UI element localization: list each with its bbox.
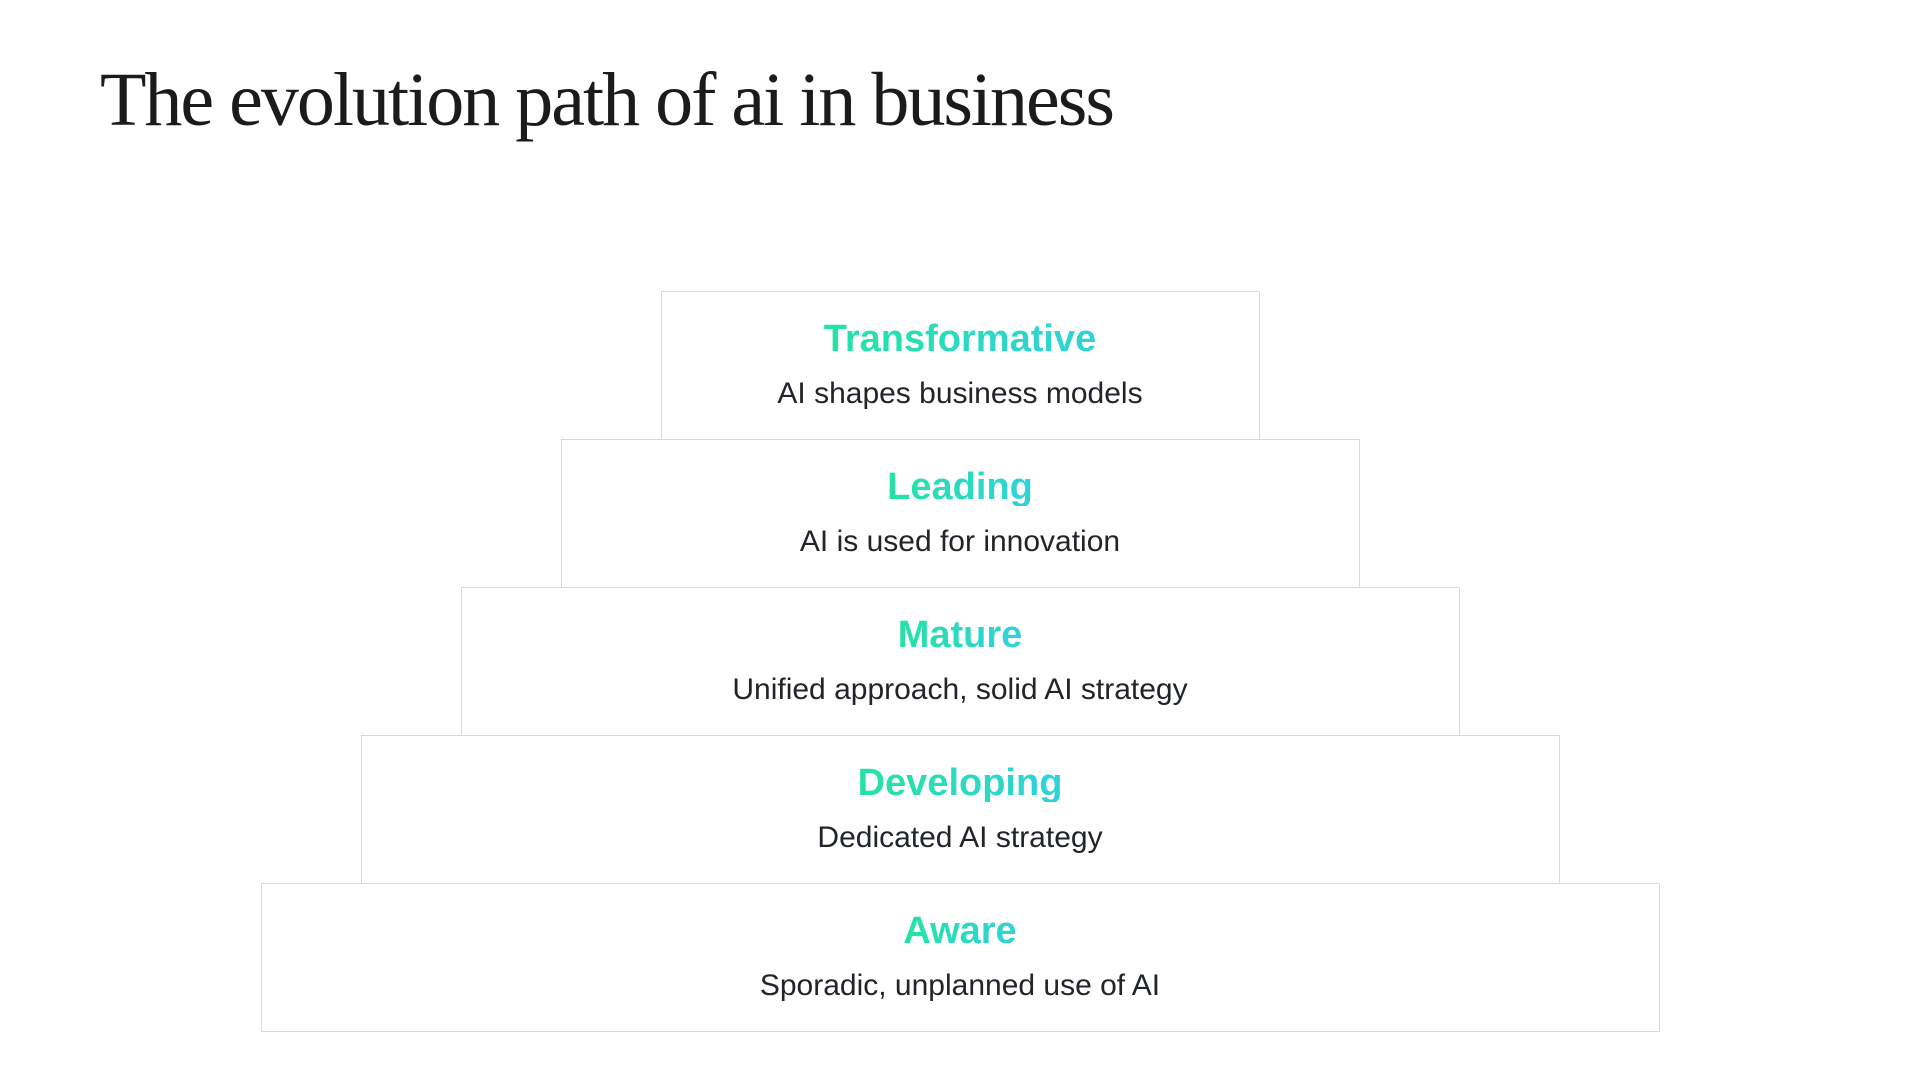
level-description: Unified approach, solid AI strategy [732, 672, 1188, 706]
pyramid-level-developing: Developing Dedicated AI strategy [360, 735, 1560, 884]
level-description: Dedicated AI strategy [817, 820, 1103, 854]
pyramid-level-leading: Leading AI is used for innovation [560, 439, 1360, 588]
level-title: Transformative [823, 317, 1097, 360]
pyramid-diagram: Transformative AI shapes business models… [0, 291, 1920, 1032]
pyramid-level-mature: Mature Unified approach, solid AI strate… [460, 587, 1460, 736]
level-title: Mature [897, 613, 1023, 656]
pyramid-level-transformative: Transformative AI shapes business models [660, 291, 1260, 440]
pyramid-level-aware: Aware Sporadic, unplanned use of AI [260, 883, 1660, 1032]
level-title: Developing [857, 761, 1063, 804]
level-title: Leading [887, 465, 1033, 508]
page-title: The evolution path of ai in business [100, 58, 1115, 142]
level-description: AI shapes business models [777, 376, 1143, 410]
level-title: Aware [903, 909, 1017, 952]
level-description: Sporadic, unplanned use of AI [759, 968, 1161, 1002]
level-description: AI is used for innovation [799, 524, 1121, 558]
